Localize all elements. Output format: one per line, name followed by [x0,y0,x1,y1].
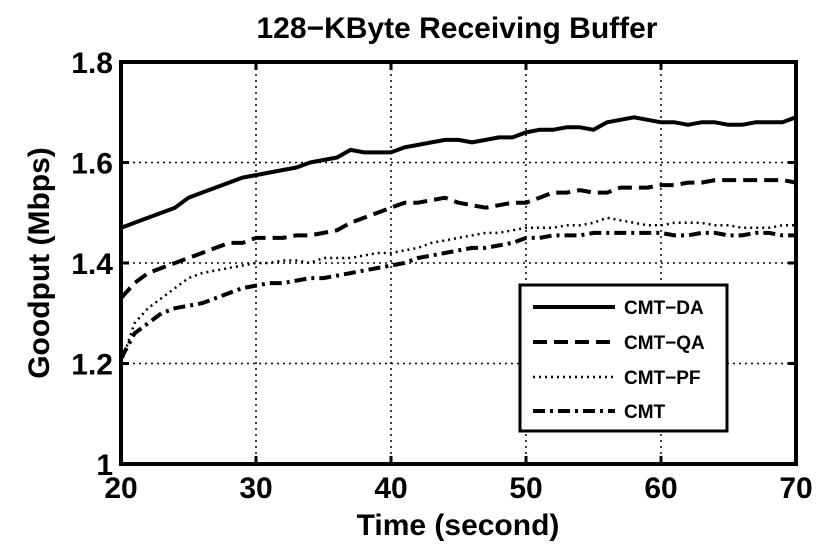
y-tick-label: 1.8 [71,47,113,80]
series-layer [119,115,797,364]
y-tick-label: 1.4 [71,248,113,281]
x-tick-label: 70 [779,472,812,505]
y-tick-label: 1.6 [71,148,113,181]
x-tick-label: 30 [239,472,272,505]
legend: CMT−DA CMT−QA CMT−PF CMT [518,283,729,433]
chart-title: 128−KByte Receiving Buffer [257,12,658,45]
y-tick-label: 1 [96,449,113,482]
x-axis-label: Time (second) [357,509,560,542]
x-tick-label: 50 [509,472,542,505]
x-tick-label: 40 [374,472,407,505]
y-axis-label: Goodput (Mbps) [23,147,56,379]
legend-label: CMT [624,402,666,423]
legend-items: CMT−DA CMT−QA CMT−PF CMT [533,298,705,423]
series-line [119,230,796,360]
legend-box [518,283,729,433]
x-tick-label: 20 [104,472,137,505]
series-line [120,115,797,230]
grid-layer [121,62,796,464]
legend-label: CMT−QA [624,333,705,354]
series-line [119,178,797,300]
legend-label: CMT−PF [624,368,701,389]
y-tick-label: 1.2 [71,349,113,382]
x-tick-label: 60 [644,472,677,505]
tick-layer: 20 30 40 50 60 70 1 1.2 1.4 1.6 1.8 [71,47,812,505]
legend-label: CMT−DA [624,298,704,319]
